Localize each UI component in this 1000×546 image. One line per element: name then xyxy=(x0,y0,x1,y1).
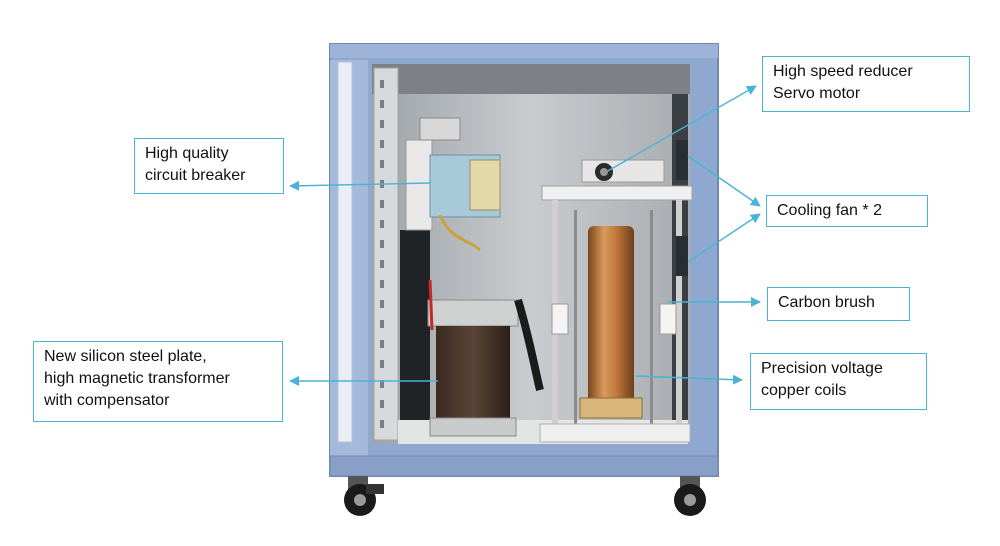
callout-coils-line1: Precision voltage xyxy=(761,360,883,377)
callout-reducer-line1: High speed reducer xyxy=(773,63,913,80)
circuit-breaker xyxy=(405,117,501,252)
arrow-reducer xyxy=(605,85,757,173)
arrow-fan-upper xyxy=(687,155,761,207)
callout-steel-line3: with compensator xyxy=(44,392,170,409)
callout-circuit-breaker-line2: circuit breaker xyxy=(145,167,246,184)
arrow-fan-lower xyxy=(687,213,761,263)
arrow-coils xyxy=(635,374,743,385)
callout-circuit-breaker-line1: High quality xyxy=(145,145,229,162)
leader-lines xyxy=(289,85,761,386)
callout-reducer-servo: High speed reducer Servo motor xyxy=(762,56,970,112)
callout-circuit-breaker: High quality circuit breaker xyxy=(134,138,284,194)
servo-motor-reducer xyxy=(581,159,665,183)
callout-reducer-line2: Servo motor xyxy=(773,85,861,102)
callout-brush-line1: Carbon brush xyxy=(778,294,875,311)
callout-cooling-fan: Cooling fan * 2 xyxy=(766,195,928,227)
arrow-breaker xyxy=(289,180,431,191)
copper-coil-assembly xyxy=(539,185,693,443)
callout-copper-coils: Precision voltage copper coils xyxy=(750,353,927,410)
callout-transformer: New silicon steel plate, high magnetic t… xyxy=(33,341,283,422)
silicon-steel-transformer xyxy=(427,279,544,437)
caster-wheels xyxy=(344,476,706,516)
callout-carbon-brush: Carbon brush xyxy=(767,287,910,321)
callout-fan-line1: Cooling fan * 2 xyxy=(777,202,882,219)
callout-steel-line2: high magnetic transformer xyxy=(44,370,230,387)
callout-coils-line2: copper coils xyxy=(761,382,847,399)
callout-steel-line1: New silicon steel plate, xyxy=(44,348,207,365)
cooling-fan-vents xyxy=(676,140,688,276)
